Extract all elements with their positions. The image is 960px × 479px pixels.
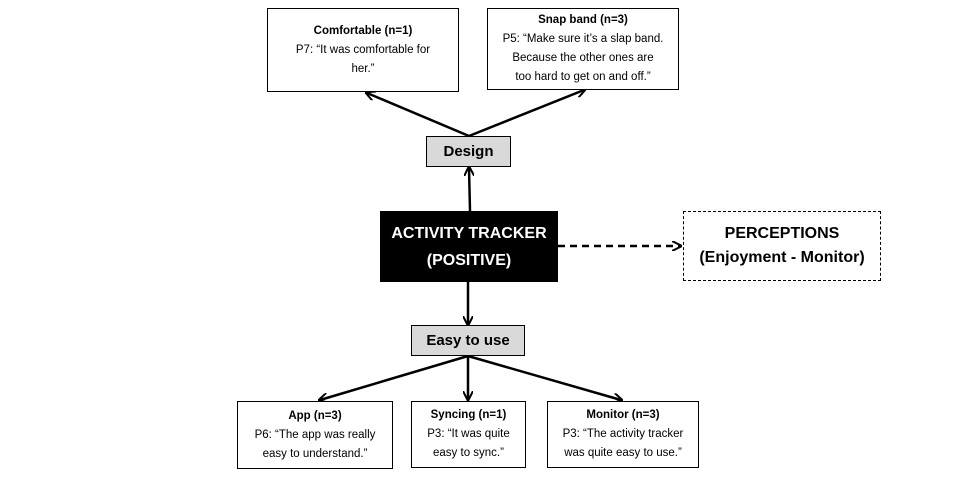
app-box: App (n=3) P6: “The app was really easy t… xyxy=(237,401,393,469)
arrow-design-to-comfortable xyxy=(367,93,470,138)
app-quote-line-1: P6: “The app was really xyxy=(254,428,376,441)
center-line-2: (POSITIVE) xyxy=(426,251,512,269)
snap-band-quote-line-3: too hard to get on and off.” xyxy=(515,71,651,83)
arrow-easy-to-monitor xyxy=(467,354,621,400)
comfortable-box: Comfortable (n=1) P7: “It was comfortabl… xyxy=(267,8,459,92)
snap-band-title: Snap band (n=3) xyxy=(538,14,628,26)
arrow-easy-to-app xyxy=(320,354,469,400)
comfortable-quote-line-2: her.” xyxy=(351,62,375,75)
syncing-quote-line-1: P3: “It was quite xyxy=(427,428,510,440)
monitor-box: Monitor (n=3) P3: “The activity tracker … xyxy=(547,401,699,468)
monitor-quote-line-1: P3: “The activity tracker xyxy=(562,428,684,440)
easy-to-use-label: Easy to use xyxy=(411,325,525,356)
comfortable-title: Comfortable (n=1) xyxy=(313,24,413,37)
design-label: Design xyxy=(426,136,511,167)
perceptions-line-2: (Enjoyment - Monitor) xyxy=(699,249,865,266)
syncing-box: Syncing (n=1) P3: “It was quite easy to … xyxy=(411,401,526,468)
monitor-title: Monitor (n=3) xyxy=(586,409,660,421)
center-line-1: ACTIVITY TRACKER xyxy=(391,224,547,242)
syncing-title: Syncing (n=1) xyxy=(430,409,507,421)
activity-tracker-box: ACTIVITY TRACKER (POSITIVE) xyxy=(380,211,558,282)
snap-band-quote-line-2: Because the other ones are xyxy=(512,52,654,64)
app-quote-line-2: easy to understand.” xyxy=(262,447,368,460)
syncing-quote-line-2: easy to sync.” xyxy=(433,447,504,459)
monitor-quote-line-2: was quite easy to use.” xyxy=(564,447,682,459)
arrow-center-to-design xyxy=(469,168,470,212)
perceptions-box: PERCEPTIONS (Enjoyment - Monitor) xyxy=(683,211,881,281)
perceptions-line-1: PERCEPTIONS xyxy=(724,225,840,242)
comfortable-quote-line-1: P7: “It was comfortable for xyxy=(295,43,431,56)
arrow-design-to-snapband xyxy=(468,90,584,138)
snap-band-box: Snap band (n=3) P5: “Make sure it’s a sl… xyxy=(487,8,679,90)
app-title: App (n=3) xyxy=(288,409,342,422)
snap-band-quote-line-1: P5: “Make sure it’s a slap band. xyxy=(502,33,664,45)
